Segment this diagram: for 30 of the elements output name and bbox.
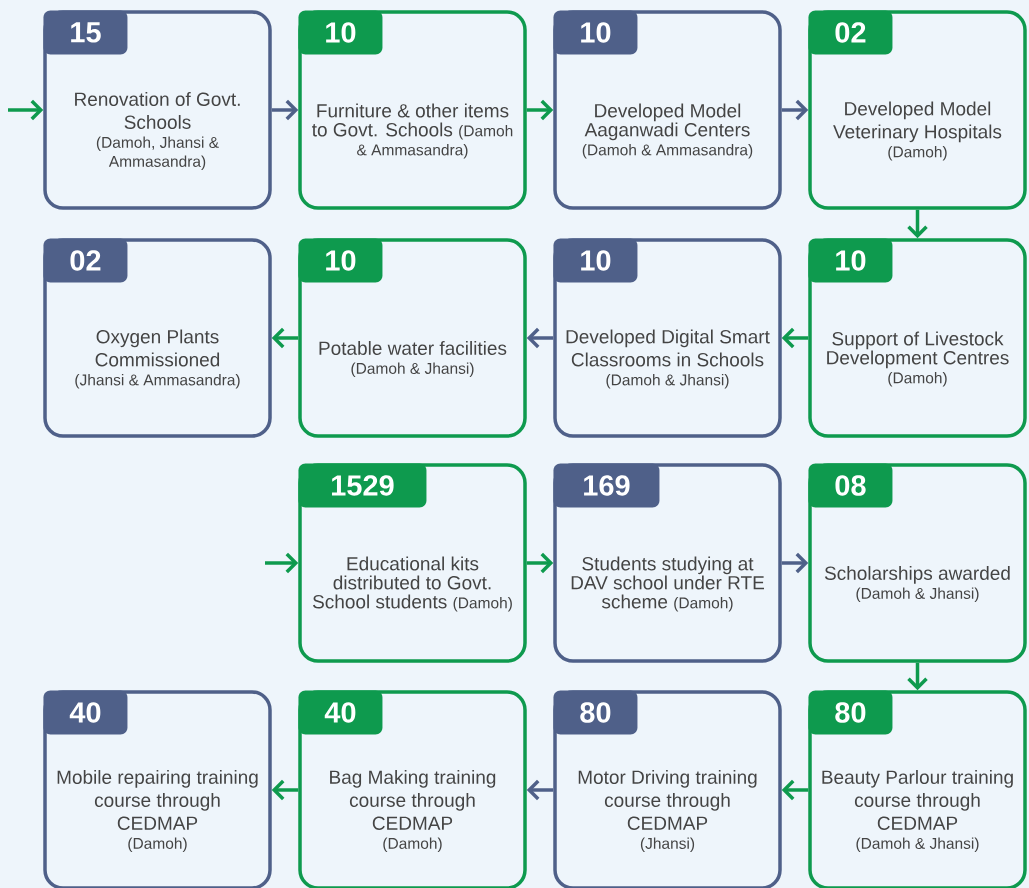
number-badge: 10 [553,10,638,55]
arrow [271,327,299,349]
arrow [265,552,299,574]
arrow [526,327,554,349]
number-badge: 40 [43,690,128,735]
number-badge: 02 [808,10,893,55]
arrow [526,552,554,574]
arrow [526,99,554,121]
arrow [907,662,928,691]
number-badge: 80 [808,690,893,735]
arrow [271,99,299,121]
number-badge: 40 [298,690,383,735]
number-badge: 08 [808,463,893,508]
number-badge: 10 [808,238,893,283]
arrow [271,779,299,801]
arrow [781,327,809,349]
number-badge: 80 [553,690,638,735]
number-badge: 10 [298,238,383,283]
number-badge: 02 [43,238,128,283]
arrow [526,779,554,801]
arrow [8,99,44,121]
number-badge: 15 [43,10,128,55]
arrow [781,99,809,121]
number-badge: 1529 [298,463,427,508]
number-badge: 169 [553,463,660,508]
number-badge: 10 [553,238,638,283]
number-badge: 10 [298,10,383,55]
arrow [781,779,809,801]
arrow [907,209,928,239]
arrow [781,552,809,574]
